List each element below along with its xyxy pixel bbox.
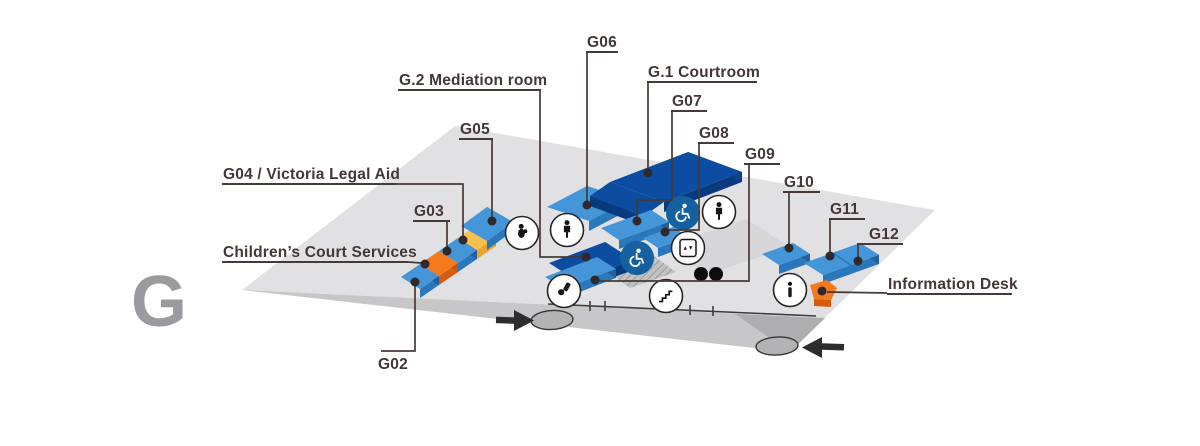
right-entrance-opening xyxy=(755,336,799,356)
room-block-g02 xyxy=(401,264,439,298)
label-g02: G02 xyxy=(378,356,408,373)
front-edge-face xyxy=(735,314,825,352)
label-g1-courtroom: G.1 Courtroom xyxy=(648,64,760,81)
label-g09: G09 xyxy=(745,146,775,163)
label-g2-mediation: G.2 Mediation room xyxy=(399,72,547,89)
label-g12: G12 xyxy=(869,226,899,243)
label-g08: G08 xyxy=(699,125,729,142)
label-g07: G07 xyxy=(672,93,702,110)
lift-icon xyxy=(670,230,706,266)
accessible-toilet-icon xyxy=(666,196,700,230)
floor-letter: G xyxy=(131,262,187,342)
entrance-arrows xyxy=(495,310,845,358)
label-g10: G10 xyxy=(784,174,814,191)
floor-slab xyxy=(242,126,935,356)
male-toilet-icon xyxy=(549,212,585,248)
accessible-toilet-icon xyxy=(620,241,654,275)
label-information-desk: Information Desk xyxy=(888,276,1018,293)
room-blocks xyxy=(401,152,879,307)
security-check-icon xyxy=(546,273,582,309)
label-childrens-court: Children’s Court Services xyxy=(223,244,417,261)
room-labels: G06 G.2 Mediation room G.1 Courtroom G07… xyxy=(222,34,1018,373)
label-g05: G05 xyxy=(460,121,490,138)
left-arrow-entrance-icon xyxy=(802,337,845,358)
stairs-icon xyxy=(648,278,684,314)
label-g04-legal-aid: G04 / Victoria Legal Aid xyxy=(223,166,400,183)
room-block-g11-g12 xyxy=(804,243,879,284)
pillar-dot xyxy=(709,267,723,281)
label-g03: G03 xyxy=(414,203,444,220)
security-barrier xyxy=(547,301,817,317)
map-icons xyxy=(504,194,808,314)
pillar-dot xyxy=(694,267,708,281)
right-arrow-entrance-icon xyxy=(495,310,534,331)
label-g11: G11 xyxy=(830,201,859,218)
leader-lines xyxy=(381,52,888,352)
male-toilet-icon xyxy=(701,194,737,230)
parents-room-icon xyxy=(504,215,540,251)
information-icon xyxy=(772,272,808,308)
label-g06: G06 xyxy=(587,34,617,51)
room-block-childrens-court xyxy=(420,251,458,285)
room-block-g10 xyxy=(762,243,810,274)
